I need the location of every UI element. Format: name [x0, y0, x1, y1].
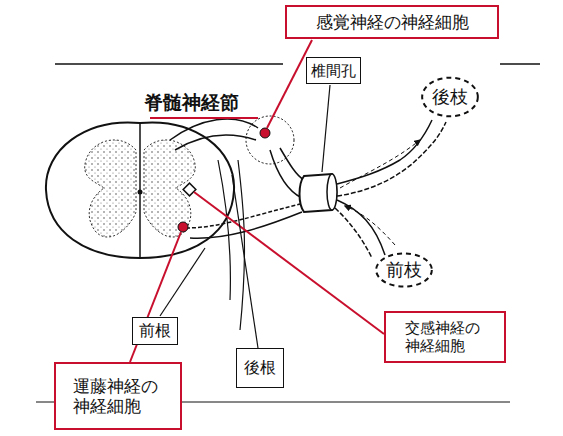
node-text: 運藤神経の 神経細胞	[73, 376, 163, 417]
ventral-root	[190, 212, 302, 238]
node-text: 前枝	[386, 259, 422, 281]
spinal-nerve	[280, 148, 304, 180]
part-label: 脊髄神経節	[142, 90, 241, 116]
leader-line	[232, 175, 258, 348]
node-text: 交感神経の 神経細胞	[405, 319, 485, 355]
callout-box: 交感神経の 神経細胞	[384, 311, 506, 363]
leader-line	[160, 248, 205, 316]
part-label-box: 椎間孔	[306, 57, 361, 84]
branch-cloud: 前枝	[375, 252, 433, 288]
motor-neuron-body	[178, 222, 188, 232]
foramen-cylinder	[300, 174, 337, 212]
frame-line	[55, 63, 283, 65]
ventral-ramus	[335, 208, 372, 258]
frame-line	[500, 63, 540, 65]
callout-box: 感覚神経の神経細胞	[285, 5, 499, 39]
node-text: 椎間孔	[311, 62, 356, 80]
label-underline	[150, 117, 258, 119]
part-label-box: 後根	[236, 348, 284, 388]
leader-line	[322, 85, 330, 172]
sensory-neuron-body	[260, 128, 270, 138]
ramus-line	[218, 160, 230, 300]
dorsal-ramus	[337, 120, 432, 184]
leader-line	[130, 232, 181, 362]
gray-matter	[85, 140, 136, 237]
flow-arrow	[340, 140, 420, 188]
leader-line	[267, 40, 312, 128]
foramen-cylinder	[327, 174, 337, 210]
node-text: 後根	[244, 358, 276, 377]
node-text: 前根	[139, 321, 171, 340]
flow-arrow	[345, 206, 395, 245]
gray-matter	[144, 140, 195, 237]
leader-line	[194, 192, 384, 334]
central-canal	[138, 190, 143, 195]
spinal-nerve	[270, 150, 302, 198]
dorsal-ramus	[337, 122, 446, 196]
ramus-line	[238, 160, 244, 330]
sympathetic-neuron-body	[183, 183, 196, 196]
branch-cloud: 後枝	[421, 76, 479, 118]
node-text: 感覚神経の神経細胞	[316, 12, 469, 32]
part-label-box: 前根	[132, 317, 178, 345]
dorsal-root	[175, 135, 256, 150]
callout-box: 運藤神経の 神経細胞	[54, 362, 182, 430]
node-text: 後枝	[432, 86, 468, 108]
